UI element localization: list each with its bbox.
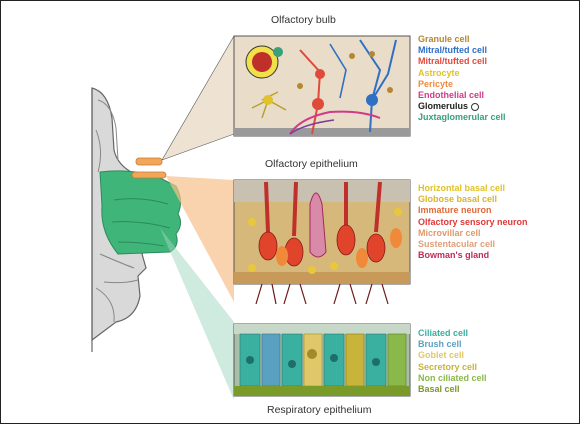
bulb-title: Olfactory bulb [271, 14, 336, 26]
legend-label: Immature neuron [418, 205, 492, 215]
legend-label: Glomerulus [418, 101, 468, 111]
legend-item: Astrocyte [418, 68, 506, 79]
respiratory-epithelium-title: Respiratory epithelium [267, 404, 371, 416]
legend-label: Basal cell [418, 384, 460, 394]
legend-label: Non ciliated cell [418, 373, 487, 383]
legend-item: Mitral/tufted cell [418, 56, 506, 67]
legend-item: Immature neuron [418, 205, 528, 216]
legend-label: Brush cell [418, 339, 462, 349]
legend-item: Olfactory sensory neuron [418, 217, 528, 228]
legend-label: Globose basal cell [418, 194, 497, 204]
head-profile [92, 88, 181, 352]
legend-label: Ciliated cell [418, 328, 468, 338]
legend-item: Horizontal basal cell [418, 183, 528, 194]
legend-item: Non ciliated cell [418, 373, 487, 384]
legend-label: Juxtaglomerular cell [418, 112, 506, 122]
legend-item: Ciliated cell [418, 328, 487, 339]
legend-item: Goblet cell [418, 350, 487, 361]
glomerulus-circle-icon [471, 103, 479, 111]
respiratory-epithelium-panel [234, 324, 410, 396]
legend-label: Astrocyte [418, 68, 460, 78]
legend-item: Endothelial cell [418, 90, 506, 101]
legend-label: Mitral/tufted cell [418, 45, 487, 55]
legend-item: Basal cell [418, 384, 487, 395]
legend-label: Bowman's gland [418, 250, 489, 260]
legend-label: Secretory cell [418, 362, 477, 372]
legend-item: Bowman's gland [418, 250, 528, 261]
legend-label: Endothelial cell [418, 90, 484, 100]
legend-item: Mitral/tufted cell [418, 45, 506, 56]
olfactory-epithelium-title: Olfactory epithelium [265, 158, 358, 170]
legend-label: Olfactory sensory neuron [418, 217, 528, 227]
olfactory-bulb-panel [234, 36, 410, 136]
legend-item: Brush cell [418, 339, 487, 350]
legend-label: Horizontal basal cell [418, 183, 505, 193]
legend-label: Granule cell [418, 34, 470, 44]
legend-item: Juxtaglomerular cell [418, 112, 506, 123]
legend-label: Goblet cell [418, 350, 464, 360]
legend-item: Granule cell [418, 34, 506, 45]
legend-label: Microvillar cell [418, 228, 481, 238]
legend-item: Sustentacular cell [418, 239, 528, 250]
legend-label: Sustentacular cell [418, 239, 495, 249]
legend-item: Globose basal cell [418, 194, 528, 205]
legend-item: Pericyte [418, 79, 506, 90]
legend-item: Glomerulus [418, 101, 506, 112]
olfactory-epithelium-panel [234, 180, 410, 304]
legend-label: Mitral/tufted cell [418, 56, 487, 66]
legend-item: Secretory cell [418, 362, 487, 373]
legend-label: Pericyte [418, 79, 453, 89]
legend-item: Microvillar cell [418, 228, 528, 239]
